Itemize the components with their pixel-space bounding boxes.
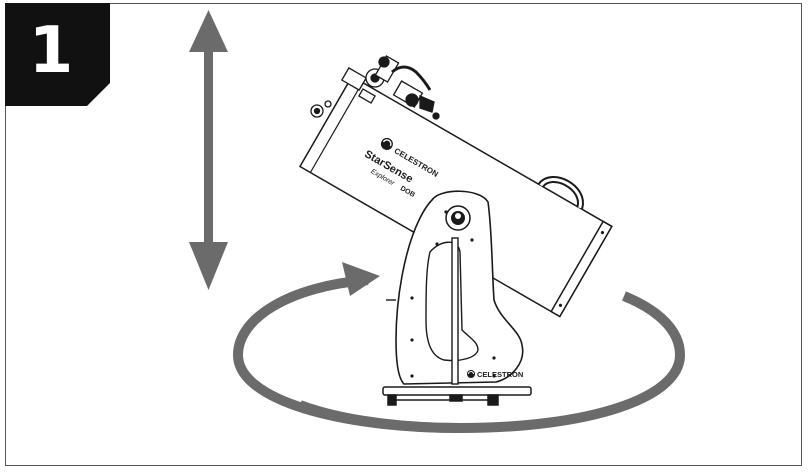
celestron-logo-icon (467, 370, 475, 378)
step-badge: 1 (5, 3, 110, 106)
step-badge-shape (5, 3, 110, 106)
base-brand-text: CELESTRON (477, 370, 523, 379)
altitude-arrow-icon (189, 10, 228, 290)
rocker-box (386, 190, 524, 385)
focuser-assembly (310, 55, 440, 120)
rotation-ring-front (298, 400, 461, 433)
celestron-logo-icon (380, 137, 393, 150)
rocker-base-plate (382, 386, 532, 406)
base-label: CELESTRON (467, 370, 523, 379)
step-number: 1 (28, 14, 74, 88)
